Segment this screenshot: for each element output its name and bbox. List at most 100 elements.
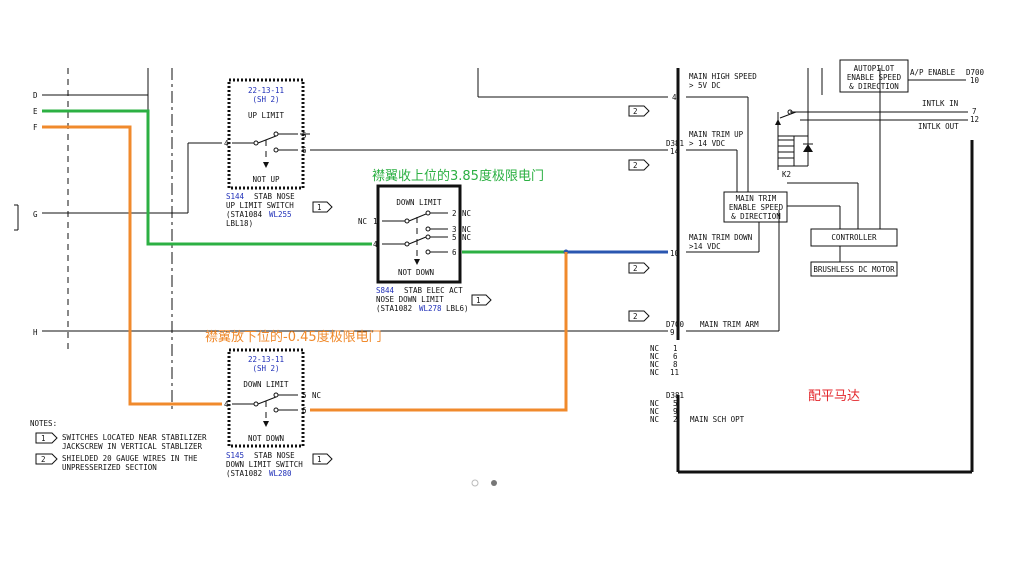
wire-e-green — [42, 109, 372, 246]
note-2-line-1: SHIELDED 20 GAUGE WIRES IN THE — [62, 454, 198, 463]
s144-contact — [257, 135, 277, 144]
page-indicator-dot-active[interactable] — [491, 480, 497, 486]
signal-label-d: D — [33, 91, 38, 100]
main-trim-enable-box — [723, 191, 788, 223]
brushless-motor-box — [810, 261, 898, 277]
svg-text:5: 5 — [673, 399, 678, 408]
svg-text:4: 4 — [672, 93, 677, 102]
signal-label-e: E — [33, 107, 38, 116]
svg-text:& DIRECTION: & DIRECTION — [849, 82, 899, 91]
svg-text:2: 2 — [41, 455, 46, 464]
svg-text:NC: NC — [650, 407, 659, 416]
note-1-line-2: JACKSCREW IN VERTICAL STABLIZER — [62, 442, 202, 451]
s844-wl: WL278 — [419, 304, 442, 313]
svg-text:6: 6 — [302, 406, 307, 415]
svg-text:10: 10 — [670, 249, 680, 258]
label-intlk-in: INTLK IN — [922, 99, 958, 108]
svg-text:9: 9 — [670, 328, 675, 337]
svg-text:NC: NC — [650, 352, 659, 361]
s144-state-bottom: NOT UP — [252, 175, 280, 184]
svg-text:NC: NC — [650, 415, 659, 424]
svg-text:1: 1 — [373, 217, 378, 226]
label-main-trim-arm: MAIN TRIM ARM — [700, 320, 759, 329]
svg-text:6: 6 — [673, 352, 678, 361]
svg-text:2: 2 — [633, 107, 638, 116]
label-main-sch-opt: MAIN SCH OPT — [690, 415, 745, 424]
svg-text:1: 1 — [317, 455, 322, 464]
s144-sta: (STA1084 — [226, 210, 263, 219]
svg-text:12: 12 — [970, 115, 979, 124]
s144-ref: 22-13-11 — [248, 86, 284, 95]
svg-text:NC: NC — [650, 368, 659, 377]
label-d381: D381 — [666, 139, 684, 148]
svg-text:MAIN TRIM: MAIN TRIM — [736, 194, 777, 203]
svg-text:4: 4 — [373, 240, 378, 249]
note-1-line-1: SWITCHES LOCATED NEAR STABILIZER — [62, 433, 207, 442]
diode-icon — [803, 144, 813, 152]
notes-title: NOTES: — [30, 419, 57, 428]
svg-text:4: 4 — [224, 400, 229, 409]
svg-text:14: 14 — [670, 147, 680, 156]
controller-label: CONTROLLER — [831, 233, 877, 242]
signal-label-h: H — [33, 328, 38, 337]
s145-ref: 22-13-11 — [248, 355, 284, 364]
s144-sheet: (SH 2) — [252, 95, 279, 104]
s144-pin-common: 4 — [224, 139, 229, 148]
svg-text:D381: D381 — [666, 391, 684, 400]
note-flag — [312, 201, 333, 213]
motor-label: BRUSHLESS DC MOTOR — [813, 265, 895, 274]
annotation-trim-motor: 配平马达 — [808, 389, 860, 404]
s844-housing — [376, 184, 462, 284]
svg-text:ENABLE SPEED: ENABLE SPEED — [729, 203, 784, 212]
page-indicator-dot[interactable] — [471, 479, 479, 487]
svg-text:NC: NC — [650, 399, 659, 408]
s145-id: S145 — [226, 451, 244, 460]
s144-id: S144 — [226, 192, 245, 201]
svg-text:5: 5 — [452, 233, 457, 242]
s144-state-top: UP LIMIT — [248, 111, 285, 120]
svg-text:1: 1 — [476, 296, 481, 305]
svg-text:DOWN LIMIT SWITCH: DOWN LIMIT SWITCH — [226, 460, 303, 469]
s145-state-bottom: NOT DOWN — [248, 434, 284, 443]
controller-box — [810, 228, 898, 247]
svg-text:STAB NOSE: STAB NOSE — [254, 451, 295, 460]
svg-text:8: 8 — [673, 360, 678, 369]
s844-lbl: LBL6) — [446, 304, 469, 313]
svg-text:>14 VDC: >14 VDC — [689, 242, 721, 251]
svg-text:ENABLE SPEED: ENABLE SPEED — [847, 73, 902, 82]
wire-f-orange — [42, 125, 222, 406]
s145-housing — [227, 348, 305, 448]
s145-state-top: DOWN LIMIT — [243, 380, 289, 389]
note-2-line-2: UNPRESSERIZED SECTION — [62, 463, 157, 472]
label-main-trim-down: MAIN TRIM DOWN — [689, 233, 752, 242]
wire-orange-return — [310, 252, 568, 412]
s144-pin-b: 6 — [302, 146, 307, 155]
s844-sta: (STA1082 — [376, 304, 412, 313]
svg-text:NC: NC — [462, 225, 471, 234]
svg-text:11: 11 — [670, 368, 679, 377]
annotation-up-limit: 襟翼收上位的3.85度极限电门 — [372, 168, 544, 184]
svg-text:NC: NC — [650, 344, 659, 353]
svg-text:2: 2 — [633, 312, 638, 321]
label-d700: D700 — [666, 320, 685, 329]
svg-text:D700: D700 — [966, 68, 985, 77]
s144-lbl: LBL18) — [226, 219, 253, 228]
label-ap-enable: A/P ENABLE — [910, 68, 956, 77]
svg-text:> 14 VDC: > 14 VDC — [689, 139, 725, 148]
label-main-trim-up: MAIN TRIM UP — [689, 130, 744, 139]
s145-sheet: (SH 2) — [252, 364, 279, 373]
s144-name-1: STAB NOSE — [254, 192, 295, 201]
svg-text:6: 6 — [452, 248, 457, 257]
svg-text:7: 7 — [972, 107, 977, 116]
s144-name-2: UP LIMIT SWITCH — [226, 201, 294, 210]
svg-text:5: 5 — [302, 391, 307, 400]
svg-text:1: 1 — [41, 434, 46, 443]
svg-text:NC: NC — [312, 391, 321, 400]
signal-label-g: G — [33, 210, 38, 219]
svg-text:1: 1 — [673, 344, 678, 353]
svg-text:2: 2 — [633, 264, 638, 273]
svg-text:3: 3 — [452, 225, 457, 234]
svg-text:NC: NC — [462, 209, 471, 218]
